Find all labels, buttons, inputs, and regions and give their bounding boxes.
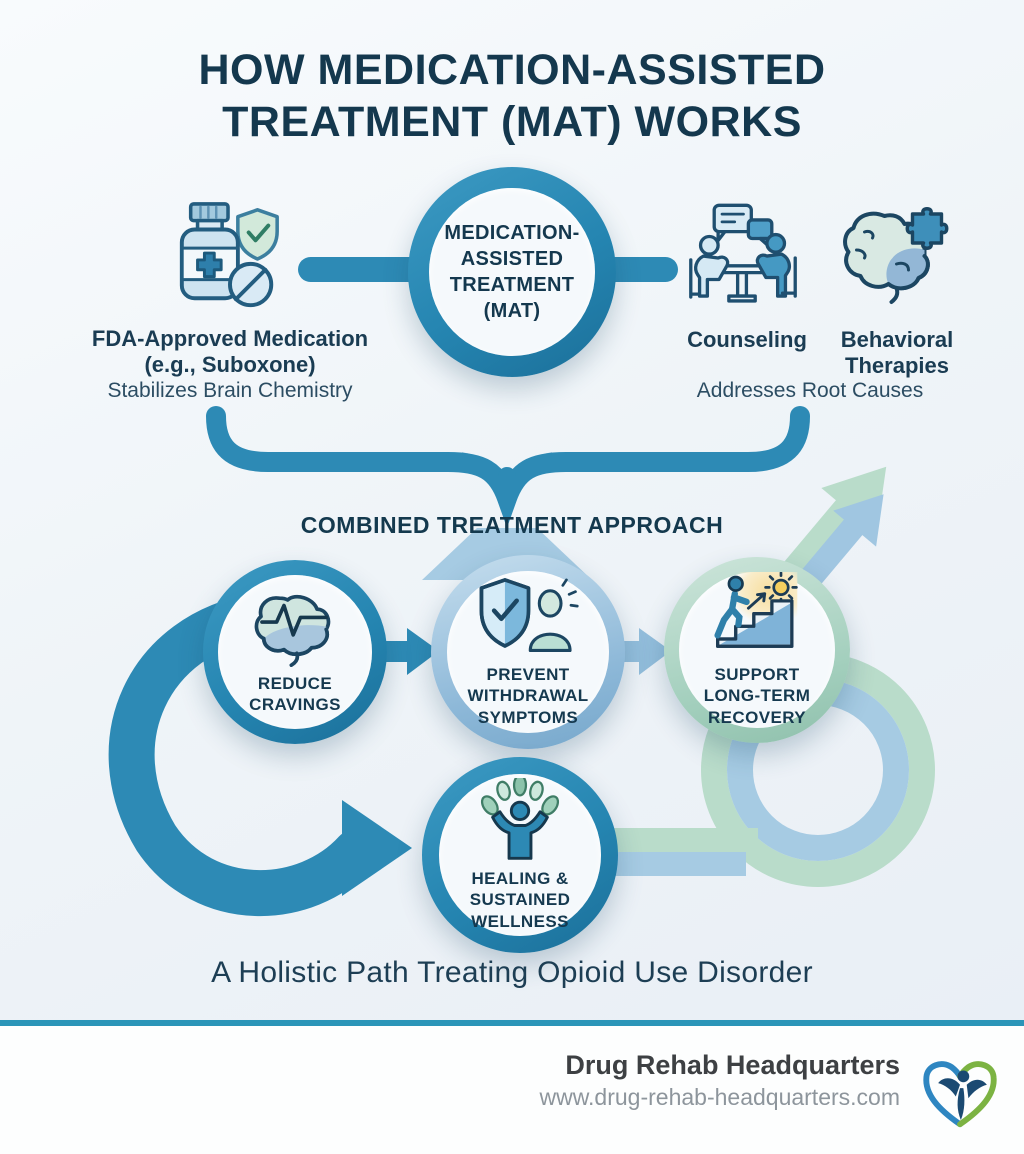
counseling-icon xyxy=(689,203,797,303)
footer xyxy=(0,1026,1024,1154)
brand-name: Drug Rehab Headquarters xyxy=(565,1050,900,1080)
step-label: PREVENT WITHDRAWAL SYMPTOMS xyxy=(467,665,589,727)
counseling-label: Counseling xyxy=(687,327,807,352)
mat-left-connector xyxy=(298,257,426,282)
person-growth-leaves-icon xyxy=(480,778,560,861)
page-title-line1: HOW MEDICATION-ASSISTED xyxy=(198,46,826,94)
return-band-blue xyxy=(608,852,746,876)
heart-person-logo-icon xyxy=(923,1061,997,1128)
outcome-label: HEALING & SUSTAINED WELLNESS xyxy=(469,869,571,931)
brain-puzzle-icon xyxy=(843,207,949,304)
left-loop-band xyxy=(108,593,379,917)
brand-url: www.drug-rehab-headquarters.com xyxy=(539,1084,900,1111)
page-title: HOW MEDICATION-ASSISTED TREATMENT (MAT) … xyxy=(0,44,1024,149)
bottom-caption: A Holistic Path Treating Opioid Use Diso… xyxy=(211,956,813,989)
therapy-subtitle: Addresses Root Causes xyxy=(696,379,924,402)
left-loop-arrowhead xyxy=(342,800,412,896)
behavioral-label: Behavioral Therapies xyxy=(840,327,954,378)
step-reduce-cravings-circle: REDUCE CRAVINGS xyxy=(203,560,387,744)
medication-pillar-subtitle: Stabilizes Brain Chemistry xyxy=(107,379,353,402)
outcome-wellness-circle: HEALING & SUSTAINED WELLNESS xyxy=(422,757,618,953)
step-support-recovery-circle: SUPPORT LONG-TERM RECOVERY xyxy=(664,557,850,743)
step-label: REDUCE CRAVINGS xyxy=(249,673,341,714)
mat-hub-circle: MEDICATION- ASSISTED TREATMENT (MAT) xyxy=(408,167,616,377)
arrow-step1-to-step2 xyxy=(380,628,439,675)
shield-person-icon xyxy=(479,578,579,653)
step-prevent-withdrawal-circle: PREVENT WITHDRAWAL SYMPTOMS xyxy=(431,555,625,749)
mat-right-connector xyxy=(598,257,678,282)
footer-divider xyxy=(0,1020,1024,1026)
medication-pillar-title: FDA-Approved Medication (e.g., Suboxone) xyxy=(91,326,369,377)
page-title-line2: TREATMENT (MAT) WORKS xyxy=(222,98,802,147)
medicine-bottle-shield-icon xyxy=(179,202,279,308)
brain-pulse-icon xyxy=(254,594,331,667)
return-band-green xyxy=(608,828,758,852)
combined-approach-label: COMBINED TREATMENT APPROACH xyxy=(300,512,724,538)
step-label: SUPPORT LONG-TERM RECOVERY xyxy=(703,665,811,727)
footer-brand-block: Drug Rehab Headquarters www.drug-rehab-h… xyxy=(480,1050,900,1111)
climb-stairs-sun-icon xyxy=(714,572,798,649)
mat-hub-label: MEDICATION- ASSISTED TREATMENT (MAT) xyxy=(444,222,580,322)
